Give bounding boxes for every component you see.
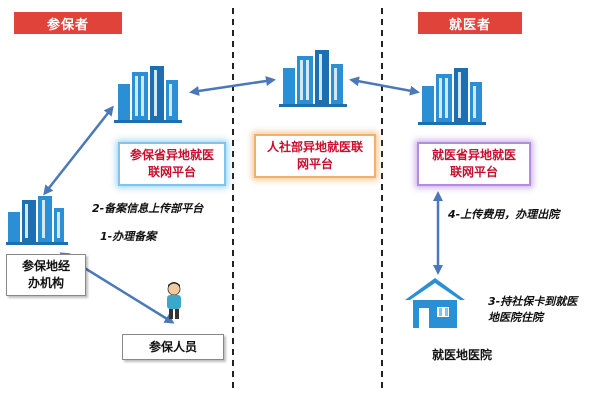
insured-agency-label: 参保地经办机构 [21, 259, 70, 290]
insured-agency-box: 参保地经办机构 [6, 254, 86, 296]
building-icon [418, 68, 486, 125]
insured-side-tag: 参保者 [14, 12, 122, 34]
step1-note: 1-办理备案 [100, 230, 157, 243]
arrow-agency-insured-platform [43, 105, 114, 196]
medical-side-tag: 就医者 [418, 12, 522, 34]
step4-note: 4-上传费用，办理出院 [448, 208, 560, 221]
house-icon [405, 278, 465, 328]
building-icon [279, 50, 347, 107]
insured-person-label: 参保人员 [148, 339, 197, 354]
national-platform-box: 人社部异地就医联网平台 [254, 134, 376, 178]
person-icon [167, 282, 181, 319]
national-platform-label: 人社部异地就医联网平台 [267, 140, 364, 171]
medical-platform-box: 就医省异地就医联网平台 [417, 142, 531, 186]
insured-person-box: 参保人员 [122, 334, 224, 360]
arrow-national-medical [349, 76, 420, 96]
hospital-label: 就医地医院 [432, 348, 493, 362]
insured-platform-box: 参保省异地就医联网平台 [118, 142, 226, 186]
building-icon [6, 196, 68, 245]
step3-note: 3-持社保卡到就医地医院住院 [488, 295, 578, 324]
building-icon [114, 66, 182, 123]
insured-platform-label: 参保省异地就医联网平台 [130, 148, 215, 179]
arrow-insured-national [189, 76, 276, 96]
medical-platform-label: 就医省异地就医联网平台 [431, 148, 516, 179]
step2-note: 2-备案信息上传部平台 [92, 202, 204, 215]
